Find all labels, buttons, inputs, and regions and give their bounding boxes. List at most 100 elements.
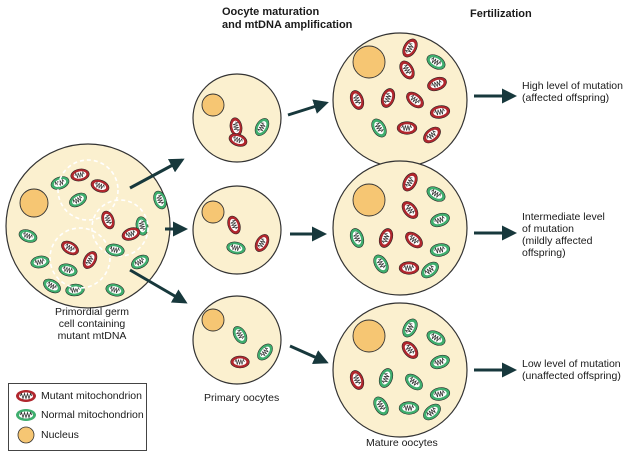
normal-mitochondrion: [58, 263, 78, 277]
normal-mitochondrion: [69, 192, 87, 208]
normal-mitochondrion: [153, 190, 167, 210]
normal-mitochondrion: [430, 354, 450, 370]
nucleus-icon: [17, 426, 35, 444]
normal-mitochondrion: [426, 54, 446, 70]
outcome-high-line-2: (affected offspring): [522, 92, 610, 104]
mutant-mitochondrion: [121, 227, 141, 241]
arrow-germ-to-primary-low: [129, 268, 188, 304]
normal-mitochondrion: [429, 387, 451, 401]
mutant-mitochondrion: [406, 91, 424, 109]
mutant-mitochondrion: [401, 201, 419, 219]
mutant-mitochondrion: [378, 228, 394, 248]
mature-oocyte-mid: [332, 160, 468, 296]
outcome-high-label: High level of mutation (affected offspri…: [522, 80, 623, 104]
mutant-mitochondrion: [398, 261, 420, 275]
normal-mitochondrion: [18, 229, 38, 243]
mutant-mitochondrion: [405, 231, 423, 249]
normal-mitochondrion: [405, 373, 423, 391]
mutant-mitochondrion: [230, 355, 250, 369]
mutant-mitochondrion: [402, 172, 418, 192]
outcome-mid-line-2: of mutation: [522, 223, 574, 235]
mutant-mitochondrion: [396, 121, 418, 135]
mutant-mitochondrion: [402, 38, 418, 58]
normal-mitochondrion: [426, 330, 446, 346]
mutant-mitochondrion: [227, 215, 241, 235]
normal-mitochondrion: [50, 176, 70, 190]
legend-normal-label: Normal mitochondrion: [41, 409, 144, 421]
nucleus: [352, 319, 386, 353]
normal-mitochondrion: [421, 261, 439, 279]
normal-mitochondrion: [30, 255, 50, 269]
normal-mitochondrion: [373, 396, 389, 416]
normal-mitochondrion: [429, 243, 451, 257]
mutant-mitochondrion: [349, 90, 365, 110]
mutant-mitochondrion: [349, 370, 365, 390]
outcome-low-line-2: (unaffected offspring): [522, 370, 621, 382]
normal-mitochondrion: [398, 401, 420, 415]
mutant-mitochondrion: [401, 341, 419, 359]
normal-mitochondrion: [426, 186, 446, 202]
outcome-mid-label: Intermediate level of mutation (mildly a…: [522, 211, 605, 259]
legend-row-normal: Normal mitochondrion: [15, 406, 144, 424]
normal-mitochondrion: [105, 283, 125, 297]
nucleus: [352, 183, 386, 217]
mature-oocytes-label: Mature oocytes: [366, 437, 438, 449]
outcome-low-label: Low level of mutation (unaffected offspr…: [522, 358, 621, 382]
maturation-header: Oocyte maturation and mtDNA amplificatio…: [222, 6, 352, 32]
legend-nucleus-label: Nucleus: [41, 429, 79, 441]
normal-mitochondrion: [254, 118, 270, 136]
normal-mitochondrion: [43, 278, 61, 294]
nucleus: [19, 188, 49, 218]
mutant-mitochondrion: [427, 76, 447, 92]
arrow-primary-to-mature-low: [289, 344, 329, 364]
primary-oocytes-label: Primary oocytes: [204, 392, 280, 404]
maturation-header-line-1: Oocyte maturation: [222, 6, 320, 18]
outcome-low-line-1: Low level of mutation: [522, 358, 621, 370]
nucleus: [201, 93, 225, 117]
dashed-subregion-bottom: [49, 227, 111, 289]
fertilization-header: Fertilization: [470, 8, 532, 20]
outcome-mid-line-1: Intermediate level: [522, 211, 605, 223]
legend-row-mutant: Mutant mitochondrion: [15, 387, 142, 405]
normal-mitochondrion: [430, 212, 450, 228]
mature-oocyte-low: [332, 302, 468, 438]
maturation-header-line-2: and mtDNA amplification: [222, 19, 353, 31]
dashed-subregion-top: [57, 159, 119, 221]
mutant-mitochondrion: [399, 60, 415, 80]
primordial-germ-cell: [5, 143, 171, 309]
mutant-mitochondrion: [254, 234, 270, 252]
germ-cell-label: Primordial germ cell containing mutant m…: [52, 306, 132, 342]
mutant-mitochondrion: [82, 251, 98, 269]
normal-mitochondrion-icon: [16, 409, 36, 421]
germ-cell-label-line-2: cell containing: [58, 318, 126, 330]
normal-mitochondrion: [131, 254, 149, 270]
normal-mitochondrion: [378, 368, 394, 388]
legend-mutant-label: Mutant mitochondrion: [41, 390, 142, 402]
normal-mitochondrion: [349, 228, 365, 248]
normal-mitochondrion: [226, 241, 246, 255]
mutant-mitochondrion: [423, 126, 441, 144]
outcome-mid-line-3: (mildly affected: [522, 235, 593, 247]
outcome-mid-line-4: offspring): [522, 247, 566, 259]
normal-mitochondrion: [402, 318, 418, 338]
legend-row-nucleus: Nucleus: [15, 426, 79, 444]
mutant-mitochondrion: [228, 133, 248, 147]
mutant-mitochondrion: [70, 168, 90, 182]
germ-cell-label-line-3: mutant mtDNA: [57, 330, 127, 342]
normal-mitochondrion: [373, 254, 389, 274]
nucleus: [352, 45, 386, 79]
germ-cell-label-line-1: Primordial germ: [54, 306, 130, 318]
mutant-mitochondrion: [61, 240, 79, 256]
nucleus: [201, 308, 225, 332]
outcome-high-line-1: High level of mutation: [522, 80, 623, 92]
normal-mitochondrion: [257, 343, 273, 361]
normal-mitochondrion: [232, 326, 248, 344]
dashed-subregion-right: [91, 199, 149, 257]
mutant-mitochondrion-icon: [16, 390, 36, 402]
normal-mitochondrion: [371, 118, 387, 138]
nucleus: [201, 200, 225, 224]
mutant-mitochondrion: [380, 88, 396, 108]
normal-mitochondrion: [423, 403, 441, 421]
arrow-primary-to-mature-high: [287, 99, 329, 117]
